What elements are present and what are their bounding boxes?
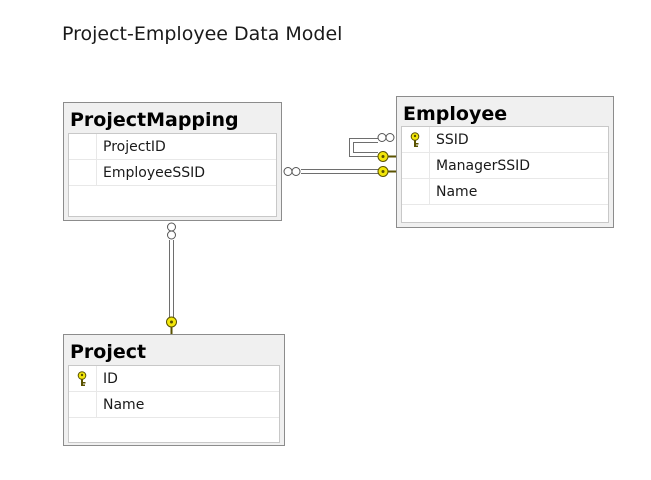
table-title: ProjectMapping	[70, 109, 239, 131]
column-row-name[interactable]: Name	[402, 179, 608, 205]
table-employee[interactable]: Employee SSID ManagerSSID Name	[396, 96, 614, 228]
column-list: SSID ManagerSSID Name	[401, 126, 609, 223]
column-row-name[interactable]: Name	[69, 392, 279, 418]
primary-key-icon	[410, 132, 420, 147]
column-name: ManagerSSID	[436, 158, 531, 174]
row-selector	[402, 179, 430, 204]
primary-key-icon	[77, 371, 87, 386]
column-name: ProjectID	[103, 139, 166, 155]
many-end-symbol	[283, 167, 301, 176]
table-projectmapping[interactable]: ProjectMapping ProjectID EmployeeSSID	[63, 102, 282, 221]
many-end-symbol	[377, 133, 395, 142]
column-row-projectid[interactable]: ProjectID	[69, 134, 276, 160]
column-row-employeessid[interactable]: EmployeeSSID	[69, 160, 276, 186]
many-end-symbol	[167, 222, 176, 240]
column-row-ssid[interactable]: SSID	[402, 127, 608, 153]
column-list: ProjectID EmployeeSSID	[68, 133, 277, 217]
diagram-title: Project-Employee Data Model	[62, 23, 343, 45]
column-row-managerssid[interactable]: ManagerSSID	[402, 153, 608, 179]
table-project[interactable]: Project ID Name	[63, 334, 285, 446]
row-selector	[402, 127, 430, 152]
table-title: Project	[70, 341, 147, 363]
column-name: ID	[103, 371, 118, 387]
row-selector	[69, 392, 97, 417]
column-name: Name	[103, 397, 145, 413]
row-selector	[69, 134, 97, 159]
row-selector	[69, 366, 97, 391]
column-name: SSID	[436, 132, 469, 148]
one-end-key-icon	[377, 166, 396, 177]
one-end-key-icon	[166, 316, 177, 334]
table-title: Employee	[403, 103, 508, 125]
column-list: ID Name	[68, 365, 280, 443]
row-selector	[69, 160, 97, 185]
row-selector	[402, 153, 430, 178]
column-name: EmployeeSSID	[103, 165, 206, 181]
column-name: Name	[436, 184, 478, 200]
one-end-key-icon	[377, 151, 396, 162]
column-row-id[interactable]: ID	[69, 366, 279, 392]
relationship-employee-self[interactable]	[349, 133, 397, 162]
relationship-projectmapping-project[interactable]	[166, 222, 177, 334]
relationship-projectmapping-employee[interactable]	[283, 166, 396, 177]
